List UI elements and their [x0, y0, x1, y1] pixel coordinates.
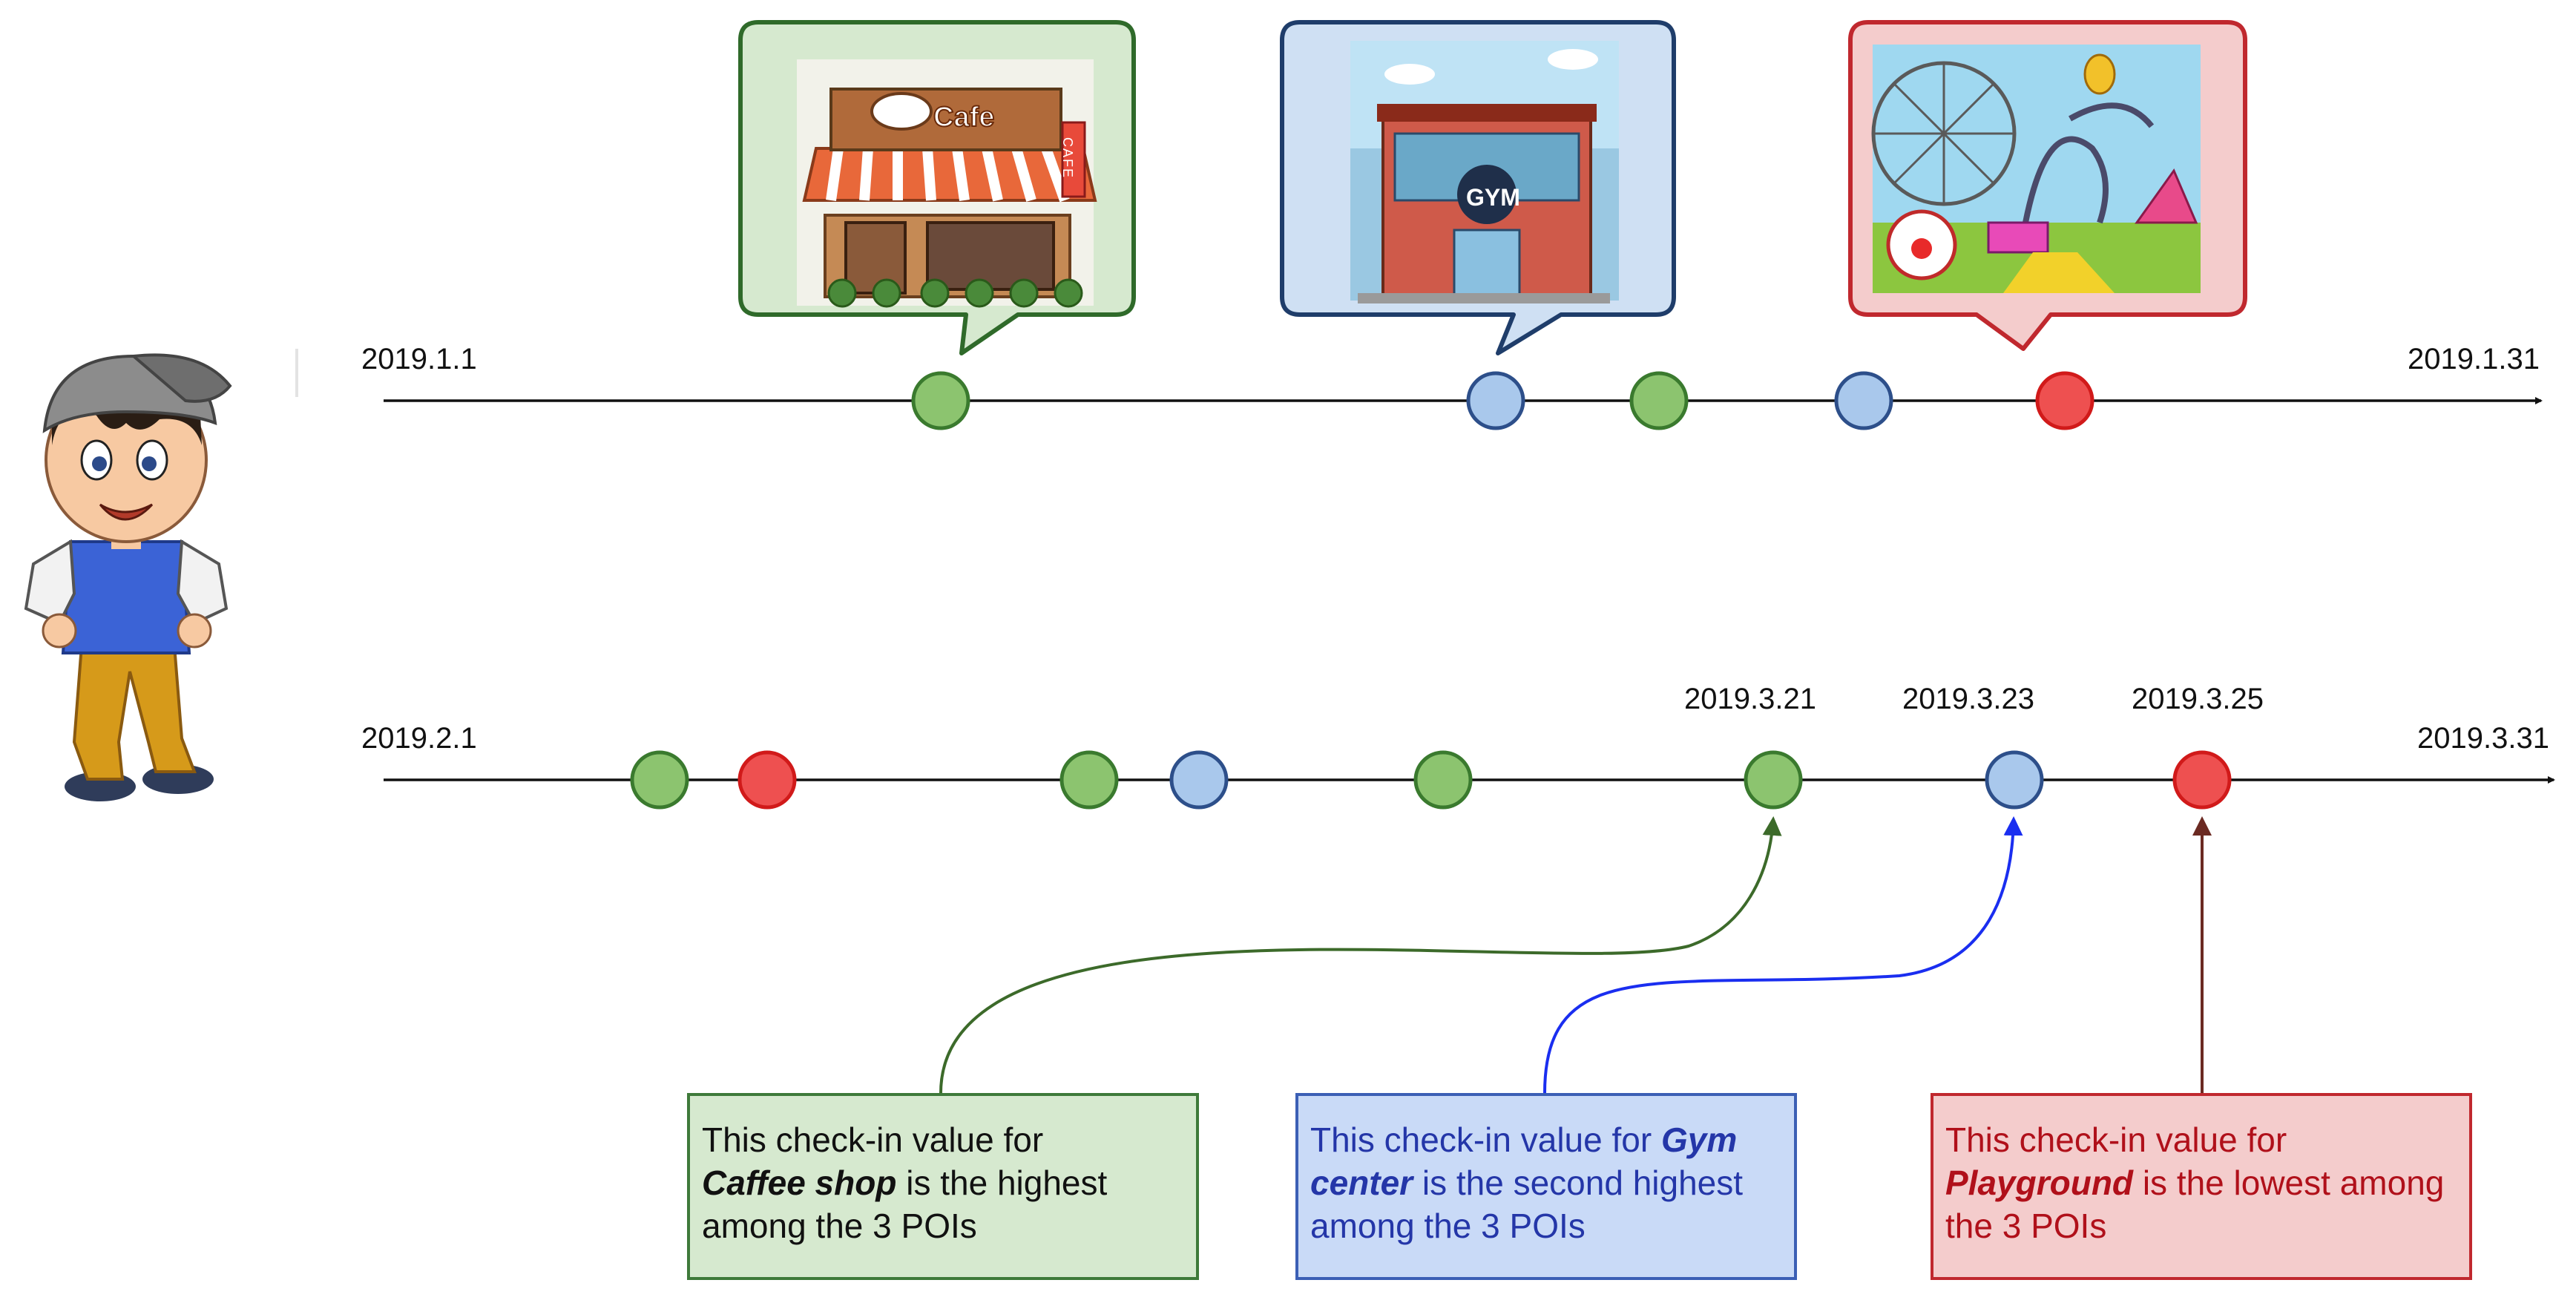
playground-speech-bubble — [1848, 20, 2247, 351]
timeline-bottom-checkins — [630, 750, 2232, 810]
boy-character-icon — [0, 349, 245, 809]
arrow-cafe-connector — [939, 816, 1782, 1094]
note-cafe-bold: Caffee shop — [702, 1163, 897, 1202]
checkin-dot-cafe — [1413, 750, 1473, 810]
note-playground-pre: This check-in value for — [1945, 1120, 2287, 1159]
gym-building-icon: GYM — [1350, 41, 1619, 303]
highlight-date-gym: 2019.3.23 — [1902, 683, 2034, 715]
checkin-dot-playground — [737, 750, 797, 810]
note-cafe-post: is the highest among the 3 POIs — [702, 1163, 1108, 1245]
checkin-dot-playground-highlight — [2172, 750, 2232, 810]
cafe-storefront-icon: Cafe CAFE — [797, 59, 1097, 308]
cafe-sign-text: Cafe — [933, 102, 994, 133]
checkin-dot-cafe — [630, 750, 689, 810]
checkin-dot-gym — [1834, 371, 1893, 430]
timeline-bottom-start-date: 2019.2.1 — [361, 722, 477, 755]
checkin-dot-playground — [2035, 371, 2094, 430]
arrow-gym-connector — [1543, 816, 2023, 1094]
timeline-top-checkins — [911, 371, 2094, 430]
note-playground-post: is the lowest among the 3 POIs — [1945, 1163, 2445, 1245]
note-gym-post: is the second highest among the 3 POIs — [1310, 1163, 1744, 1245]
timeline-top-end-date: 2019.1.31 — [2408, 343, 2540, 375]
cafe-side-sign: CAFE — [1060, 137, 1075, 179]
highlight-date-cafe: 2019.3.21 — [1684, 683, 1816, 715]
gym-sign-text: GYM — [1466, 184, 1520, 211]
checkin-dot-cafe — [1059, 750, 1119, 810]
timeline-bottom-end-date: 2019.3.31 — [2417, 722, 2549, 755]
note-cafe-shop: This check-in value for Caffee shop is t… — [687, 1093, 1199, 1280]
highlight-date-playground: 2019.3.25 — [2132, 683, 2264, 715]
note-playground-bold: Playground — [1945, 1163, 2134, 1202]
timeline-top-start-date: 2019.1.1 — [361, 343, 477, 375]
note-playground: This check-in value for Playground is th… — [1931, 1093, 2472, 1280]
note-cafe-pre: This check-in value for — [702, 1120, 1044, 1159]
checkin-dot-cafe — [1629, 371, 1689, 430]
amusement-park-icon — [1871, 45, 2201, 293]
checkin-dot-gym — [1466, 371, 1525, 430]
gym-speech-bubble: GYM — [1280, 20, 1676, 355]
checkin-dot-cafe-highlight — [1744, 750, 1803, 810]
note-gym-bold: Gym center — [1310, 1120, 1738, 1202]
note-gym-pre: This check-in value for — [1310, 1120, 1652, 1159]
checkin-dot-gym-highlight — [1985, 750, 2044, 810]
cafe-speech-bubble: Cafe CAFE — [738, 20, 1136, 355]
note-gym-center: This check-in value for Gym center is th… — [1295, 1093, 1797, 1280]
checkin-dot-gym — [1169, 750, 1229, 810]
checkin-dot-cafe — [911, 371, 970, 430]
